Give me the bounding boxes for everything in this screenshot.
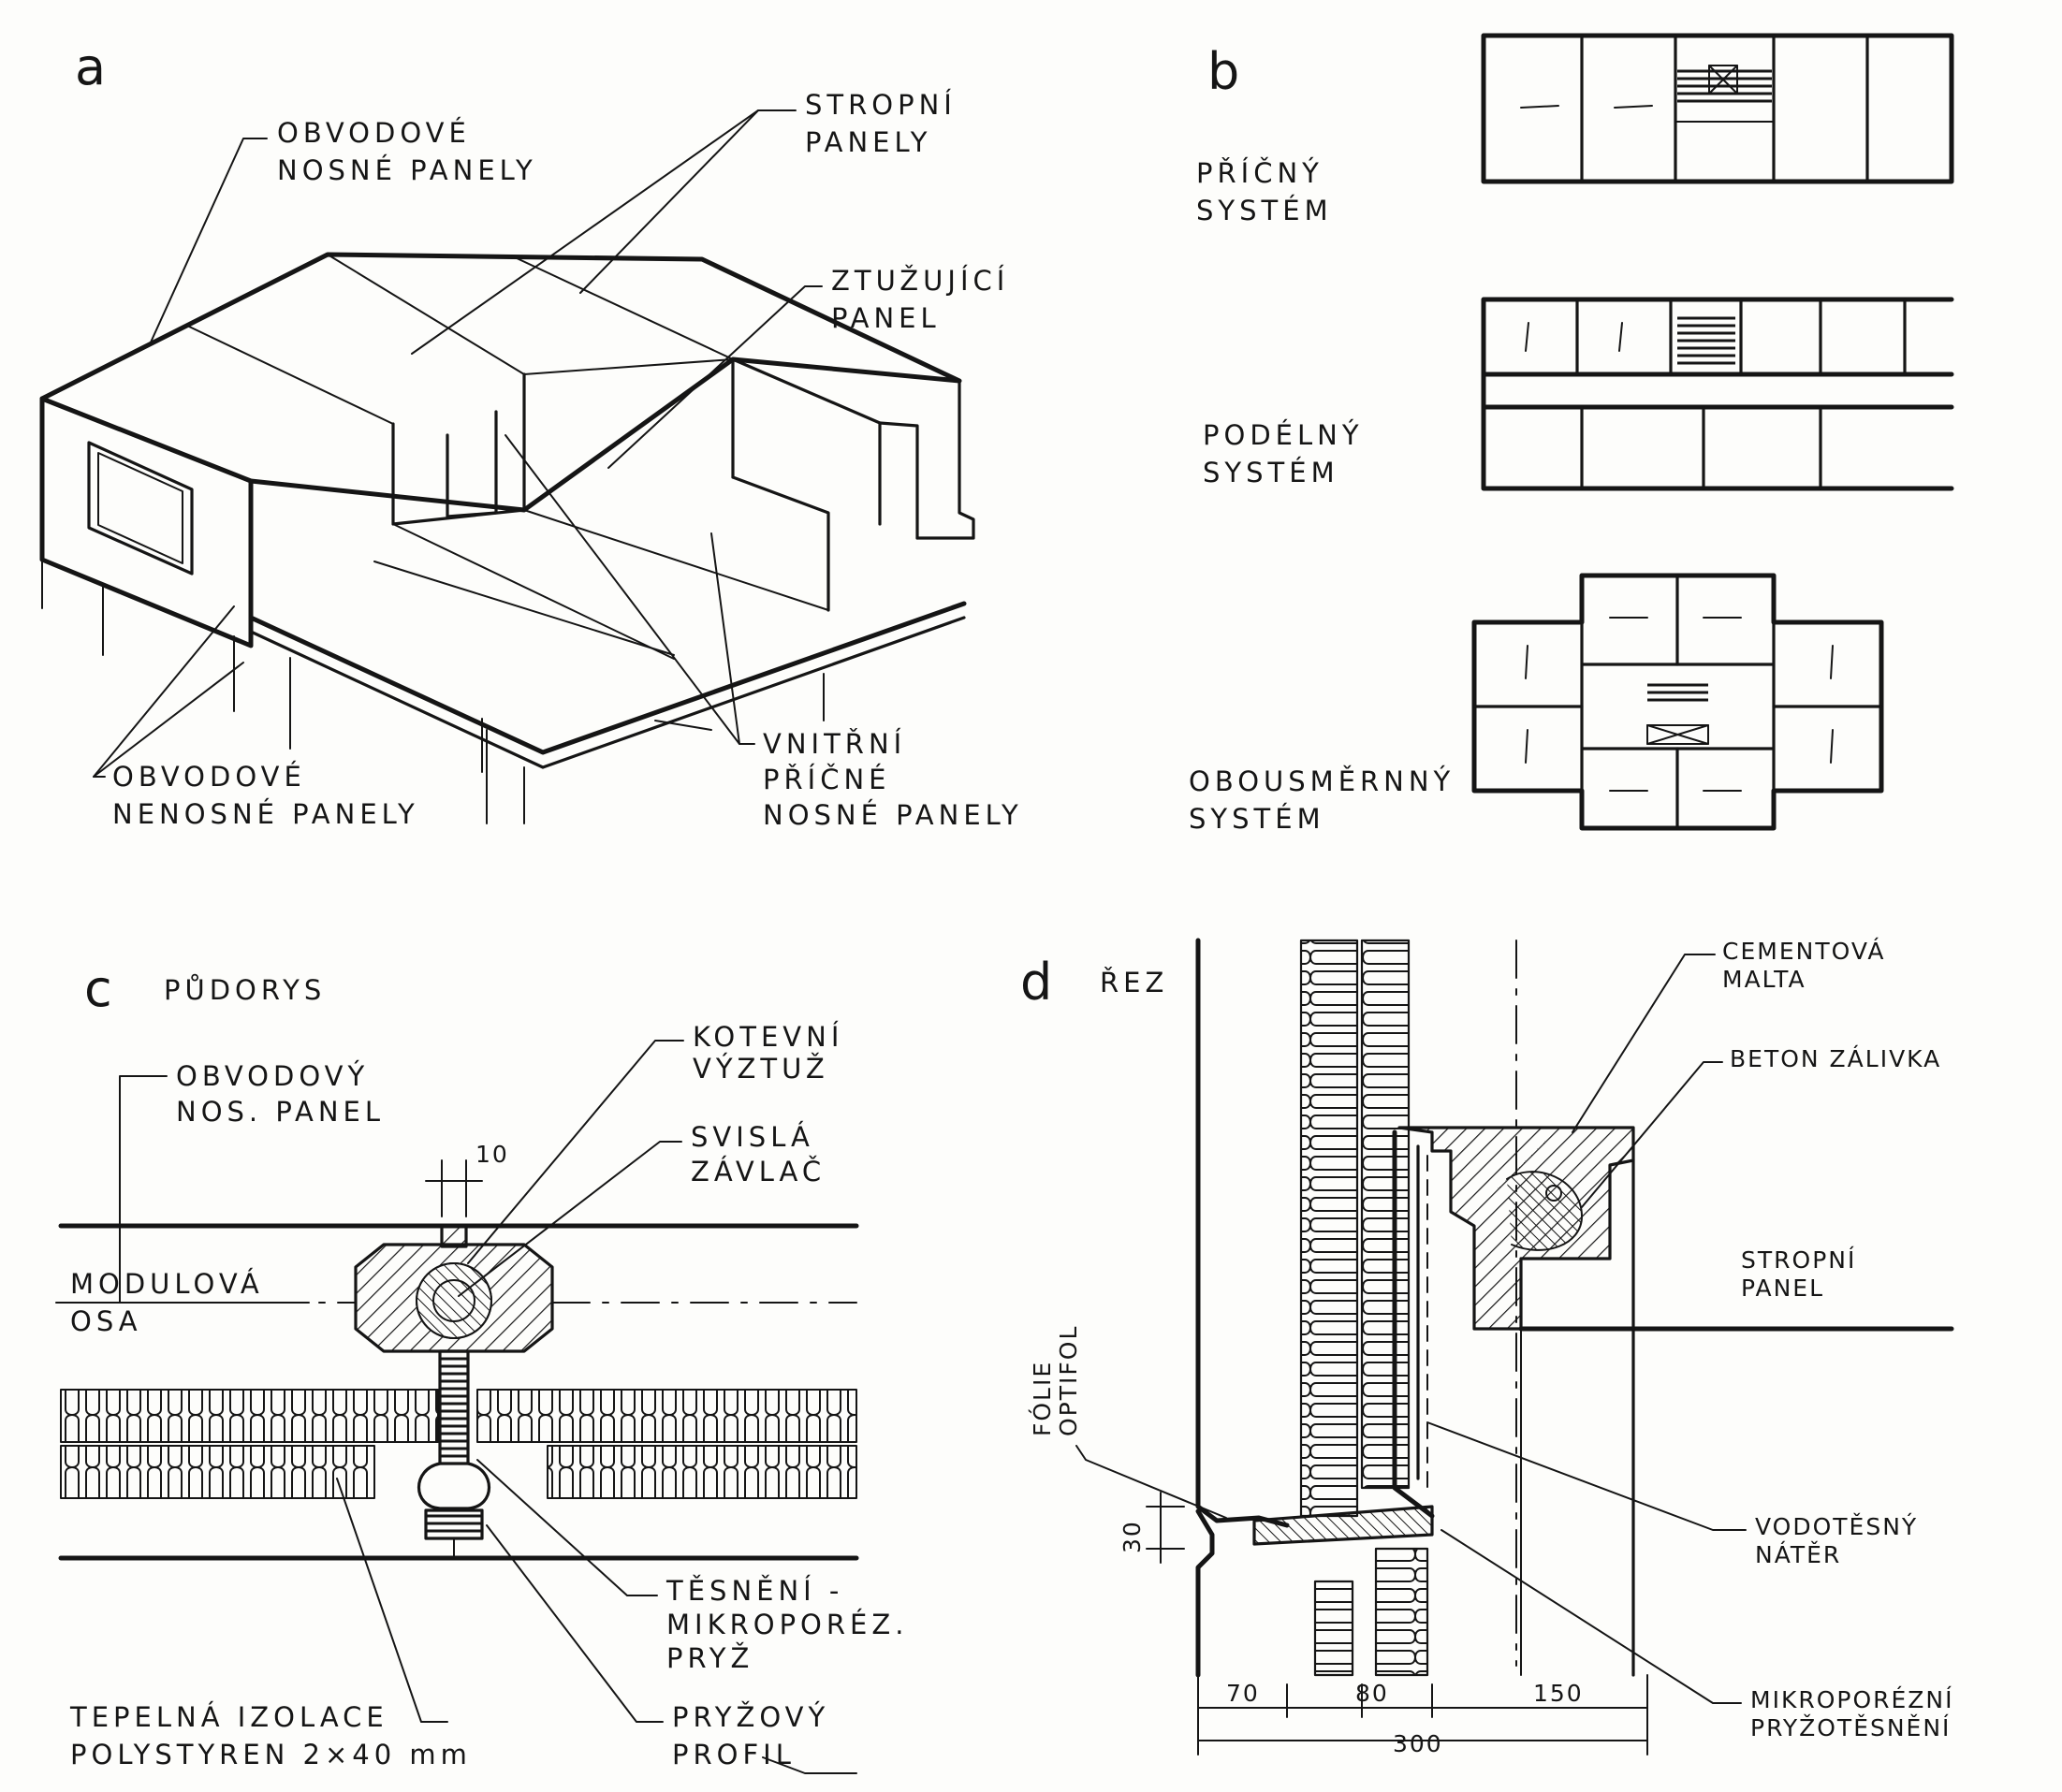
transverse-system-label: PŘÍČNÝ SYSTÉM (1196, 157, 1333, 226)
panel-d-labels: CEMENTOVÁ MALTA BETON ZÁLIVKA STROPNÍ PA… (1028, 938, 1954, 1757)
label-obvodovy-1: OBVODOVÝ (176, 1060, 369, 1092)
panel-c-title: PŮDORYS (164, 974, 326, 1006)
wall-section-drawing (1146, 938, 1954, 1756)
label-vodotesny-2: NÁTĚR (1755, 1541, 1841, 1568)
label-obvodovy-2: NOS. PANEL (176, 1096, 385, 1128)
label-svisla-2: ZÁVLAČ (691, 1156, 826, 1187)
label-tesneni-2: MIKROPORÉZ. (666, 1609, 908, 1640)
label-vnitrni-2: PŘÍČNÉ (763, 764, 890, 795)
label-stropni-2: PANELY (805, 126, 932, 158)
label-tesneni-1: TĚSNĚNÍ - (665, 1575, 843, 1607)
dimension-30: 30 (1119, 1520, 1146, 1553)
panel-d-leaders (1075, 954, 1747, 1704)
label-vnitrni-1: VNITŘNÍ (763, 728, 906, 760)
label-obvodove-nosne-2: NOSNÉ PANELY (277, 154, 537, 186)
panel-c-labels: OBVODOVÝ NOS. PANEL MODULOVÁ OSA KOTEVNÍ… (69, 1021, 908, 1770)
panel-b: b PŘÍČNÝ SYSTÉM PODÉLNÝ SYSTÉM OBOUSMĚ (1189, 33, 1954, 835)
label-tesneni-3: PRYŽ (666, 1642, 753, 1674)
label-tepelna-1: TEPELNÁ IZOLACE (69, 1701, 388, 1733)
transverse-system-plan (1481, 33, 1954, 184)
panel-c-leaders (55, 1040, 857, 1774)
dimension-70: 70 (1226, 1680, 1260, 1707)
label-vnitrni-3: NOSNÉ PANELY (763, 799, 1023, 831)
panel-c-letter: c (84, 959, 112, 1018)
label-obousmerny: OBOUSMĚRNNÝ (1189, 765, 1455, 797)
dimension-300: 300 (1393, 1730, 1443, 1757)
dimension-10: 10 (475, 1141, 509, 1168)
label-obvodove-nenosne-1: OBVODOVÉ (112, 761, 306, 793)
label-tepelna-2: POLYSTYREN 2×40 mm (70, 1739, 472, 1770)
label-modulova-1: MODULOVÁ (70, 1268, 264, 1300)
bidirectional-system-plan (1471, 573, 1884, 831)
label-vodotesny-1: VODOTĚSNÝ (1755, 1513, 1918, 1540)
label-ztuzujici-1: ZTUŽUJÍCÍ (831, 265, 1009, 297)
label-pryzovy-2: PROFIL (672, 1739, 796, 1770)
panel-d: d ŘEZ (1020, 938, 1954, 1757)
bidirectional-system-label: OBOUSMĚRNNÝ SYSTÉM (1189, 765, 1455, 835)
isometric-building-drawing (39, 252, 975, 824)
longitudinal-system-label: PODÉLNÝ SYSTÉM (1203, 419, 1364, 488)
label-pricny-system: SYSTÉM (1196, 195, 1333, 226)
label-mikroporezni-2: PRYŽOTĚSNĚNÍ (1750, 1714, 1951, 1741)
label-obvodove-nosne-1: OBVODOVÉ (277, 117, 471, 149)
panel-a-letter: a (75, 37, 106, 96)
label-cementova-1: CEMENTOVÁ (1722, 938, 1885, 965)
label-obousmerny-system: SYSTÉM (1189, 803, 1325, 835)
label-beton-zalivka: BETON ZÁLIVKA (1730, 1045, 1941, 1072)
dimension-80: 80 (1355, 1680, 1389, 1707)
label-mikroporezni-1: MIKROPORÉZNÍ (1750, 1686, 1954, 1713)
label-obvodove-nenosne-2: NENOSNÉ PANELY (112, 798, 419, 830)
dimension-150: 150 (1533, 1680, 1584, 1707)
label-ztuzujici-2: PANEL (831, 302, 941, 334)
panel-b-letter: b (1207, 42, 1239, 101)
label-podelny: PODÉLNÝ (1203, 419, 1364, 451)
panel-a-labels: OBVODOVÉ NOSNÉ PANELY STROPNÍ PANELY ZTU… (112, 89, 1023, 831)
panel-a: a (39, 37, 1023, 831)
label-folie: FÓLIE (1028, 1361, 1056, 1436)
panel-d-title: ŘEZ (1100, 967, 1168, 998)
label-cementova-2: MALTA (1722, 966, 1806, 993)
label-pricny: PŘÍČNÝ (1196, 157, 1323, 189)
label-stropni-panel-2: PANEL (1741, 1275, 1824, 1302)
joint-plan-drawing (58, 1159, 859, 1561)
panel-c: c PŮDORYS OBVODOVÝ (55, 959, 908, 1774)
longitudinal-system-plan (1481, 297, 1954, 491)
label-podelny-system: SYSTÉM (1203, 457, 1339, 488)
label-kotevni-2: VÝZTUŽ (693, 1053, 829, 1085)
label-pryzovy-1: PRYŽOVÝ (672, 1701, 829, 1733)
label-optifol: OPTIFOL (1055, 1325, 1082, 1436)
label-stropni-1: STROPNÍ (805, 89, 957, 121)
panel-a-leaders (93, 109, 823, 778)
label-stropni-panel-1: STROPNÍ (1741, 1246, 1856, 1274)
panel-d-letter: d (1020, 953, 1052, 1012)
label-svisla-1: SVISLÁ (691, 1121, 814, 1153)
label-kotevni-1: KOTEVNÍ (693, 1021, 843, 1053)
label-modulova-2: OSA (70, 1305, 142, 1337)
